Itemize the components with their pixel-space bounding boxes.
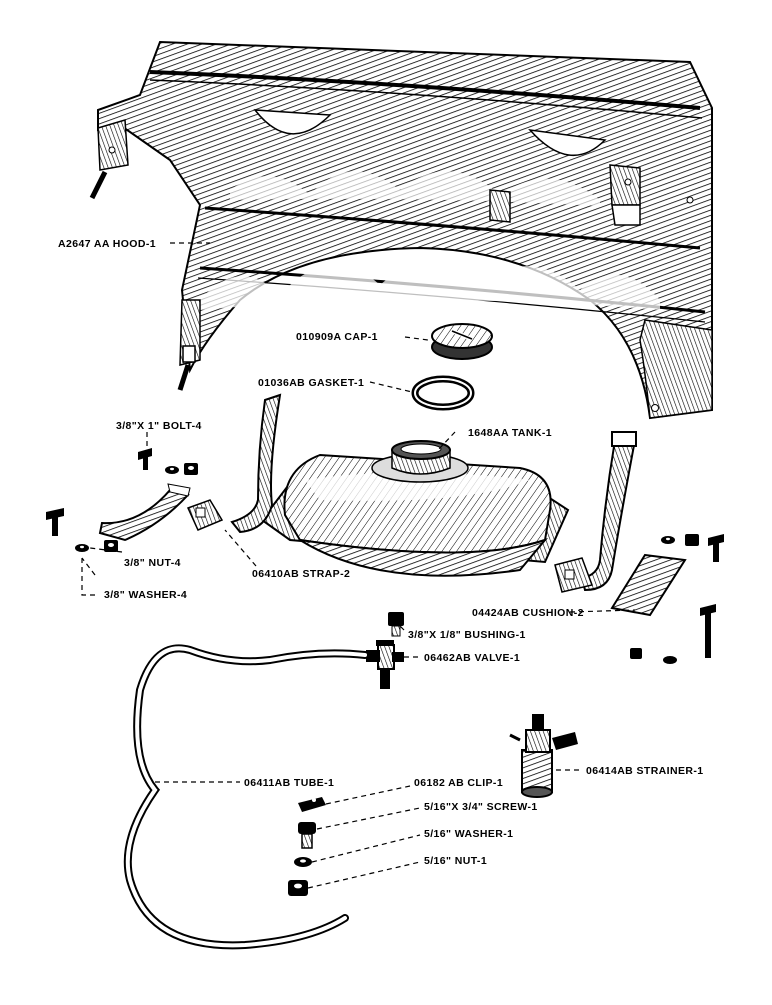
label-cushion: 04424AB CUSHION-2 bbox=[472, 607, 584, 619]
label-washer-4: 3/8" WASHER-4 bbox=[104, 589, 187, 601]
label-strap: 06410AB STRAP-2 bbox=[252, 568, 350, 580]
strap-part-right bbox=[554, 431, 637, 593]
label-gasket: 01036AB GASKET-1 bbox=[258, 377, 364, 389]
hardware-right bbox=[630, 534, 724, 664]
hardware-left bbox=[46, 448, 198, 552]
cushion-part-right bbox=[610, 553, 687, 617]
tank-part bbox=[260, 440, 570, 577]
cushion-part-left bbox=[98, 483, 191, 542]
leader-lines bbox=[81, 242, 636, 889]
strainer-part bbox=[509, 714, 578, 798]
label-nut-4: 3/8" NUT-4 bbox=[124, 557, 181, 569]
callout-labels: A2647 AA HOOD-1 010909A CAP-1 01036AB GA… bbox=[58, 238, 704, 867]
label-clip: 06182 AB CLIP-1 bbox=[414, 777, 503, 789]
label-tank: 1648AA TANK-1 bbox=[468, 427, 552, 439]
label-screw: 5/16"X 3/4" SCREW-1 bbox=[424, 801, 538, 813]
label-tube: 06411AB TUBE-1 bbox=[244, 777, 334, 789]
hood-part bbox=[89, 40, 713, 420]
valve-part bbox=[366, 640, 404, 689]
label-valve: 06462AB VALVE-1 bbox=[424, 652, 520, 664]
strap-part-left bbox=[186, 393, 282, 534]
tube-part bbox=[123, 644, 369, 950]
screw-part bbox=[298, 822, 316, 849]
gasket-part bbox=[411, 375, 475, 411]
bushing-part bbox=[388, 612, 404, 637]
label-strainer: 06414AB STRAINER-1 bbox=[586, 765, 704, 777]
label-washer-1: 5/16" WASHER-1 bbox=[424, 828, 513, 840]
label-bushing: 3/8"X 1/8" BUSHING-1 bbox=[408, 629, 526, 641]
label-nut-1: 5/16" NUT-1 bbox=[424, 855, 487, 867]
label-cap: 010909A CAP-1 bbox=[296, 331, 378, 343]
label-bolt: 3/8"X 1" BOLT-4 bbox=[116, 420, 202, 432]
nut-part bbox=[288, 880, 308, 896]
label-hood: A2647 AA HOOD-1 bbox=[58, 238, 156, 250]
cap-part bbox=[431, 323, 493, 360]
washer-part bbox=[294, 857, 312, 867]
clip-part bbox=[298, 797, 326, 812]
